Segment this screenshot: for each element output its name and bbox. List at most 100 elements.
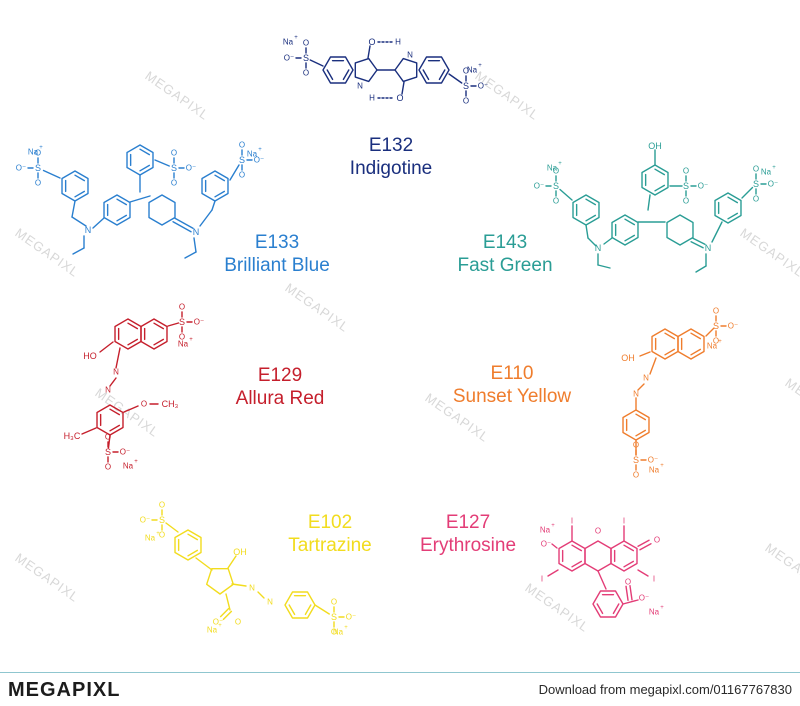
bond: [107, 434, 111, 449]
atom-label: O⁻: [213, 618, 223, 627]
aromatic-bond: [654, 184, 666, 192]
o-atom: O: [683, 197, 689, 206]
bond: [154, 159, 170, 167]
bond: [72, 247, 85, 255]
indigotine-code: E132: [368, 135, 414, 156]
aromatic-bond: [214, 190, 226, 198]
indigotine-ring-right: [418, 56, 450, 84]
o-atom: O: [239, 171, 245, 180]
bond: [81, 427, 97, 435]
atom-label: O⁻: [639, 594, 649, 603]
atom-label: N: [105, 386, 111, 395]
sunset-yellow-code: E110: [490, 363, 534, 384]
s-atom: S: [171, 163, 177, 173]
aromatic-bond: [109, 424, 121, 432]
footer-bar: MEGAPIXL Download from megapixl.com/0116…: [0, 672, 800, 706]
bond: [99, 341, 114, 353]
aromatic-bond: [654, 168, 666, 176]
sodium-label: Na: [178, 340, 189, 349]
aromatic-bond: [214, 174, 226, 182]
aromatic-bond: [342, 69, 350, 81]
bond: [741, 186, 754, 199]
atom-label: I: [541, 575, 543, 584]
atom-label: H₃C: [64, 431, 81, 441]
aromatic-bond: [690, 332, 702, 340]
aromatic-bond: [139, 148, 151, 156]
sunset-yellow-label: E110 Sunset Yellow: [436, 362, 588, 408]
allura-red-label: E129 Allura Red: [222, 364, 338, 410]
atom-label: O: [654, 536, 660, 545]
charge-label: +: [718, 339, 722, 345]
atom-label: I: [653, 575, 655, 584]
erythrosine-ring-2: [584, 540, 612, 572]
tartrazine-pyrazole: [205, 567, 235, 595]
charge-label: +: [189, 337, 193, 343]
aromatic-bond: [127, 338, 139, 346]
o-minus-atom: O⁻: [534, 182, 544, 191]
atom-label: OH: [648, 141, 662, 151]
o-atom: O: [713, 307, 719, 316]
double-bond: [629, 585, 633, 601]
aromatic-bond: [585, 198, 597, 206]
o-minus-atom: O⁻: [346, 613, 356, 622]
aromatic-bond: [139, 164, 151, 172]
s-atom: S: [753, 179, 759, 189]
download-link[interactable]: Download from megapixl.com/01167767830: [538, 682, 792, 697]
o-atom: O: [171, 179, 177, 188]
o-minus-atom: O⁻: [768, 180, 778, 189]
bond: [705, 327, 715, 337]
sodium-label: Na: [547, 164, 558, 173]
bond: [115, 347, 121, 369]
o-minus-atom: O⁻: [186, 164, 196, 173]
charge-label: +: [551, 523, 555, 529]
o-minus-atom: O⁻: [194, 318, 204, 327]
bond: [639, 351, 651, 357]
atom-label: N: [595, 243, 602, 253]
bond: [195, 557, 213, 571]
charge-label: +: [660, 605, 664, 611]
double-bond: [639, 543, 652, 551]
bond: [711, 221, 723, 243]
atom-label: O⁻: [541, 540, 551, 549]
sodium-label: Na: [707, 342, 718, 351]
allura-red-code: E129: [257, 365, 303, 386]
atom-label: N: [267, 598, 273, 607]
atom-label: N: [633, 390, 639, 399]
charge-label: +: [294, 35, 298, 41]
bond: [637, 569, 649, 577]
aromatic-bond: [612, 603, 620, 615]
s-atom: S: [239, 155, 245, 165]
bond: [597, 570, 607, 590]
bond: [314, 604, 330, 615]
tartrazine-code: E102: [307, 512, 353, 533]
o-atom: O: [179, 303, 185, 312]
o-minus-atom: O⁻: [728, 322, 738, 331]
charge-label: +: [478, 63, 482, 69]
atom-label: N: [249, 584, 255, 593]
indigotine-name: Indigotine: [349, 158, 433, 179]
o-atom: O: [105, 433, 111, 442]
atom-label: I: [623, 517, 625, 526]
bond: [622, 599, 639, 605]
sodium-label: Na: [123, 462, 134, 471]
o-minus-atom: O⁻: [648, 456, 658, 465]
bond: [42, 169, 61, 179]
sodium-label: Na: [145, 534, 156, 543]
fast-green-label: E143 Fast Green: [440, 231, 570, 277]
o-atom: O: [303, 69, 309, 78]
brilliant-blue-ring-4: [148, 194, 176, 226]
sodium-label: Na: [28, 148, 39, 157]
double-bond: [219, 607, 230, 618]
aromatic-bond: [422, 69, 430, 81]
bond: [637, 383, 645, 391]
bond: [229, 164, 240, 181]
o-atom: O: [303, 39, 309, 48]
atom-label: N: [407, 51, 413, 60]
double-bond: [637, 539, 650, 547]
atom-label: N: [113, 368, 119, 377]
o-minus-atom: O⁻: [254, 156, 264, 165]
bond: [401, 81, 405, 95]
